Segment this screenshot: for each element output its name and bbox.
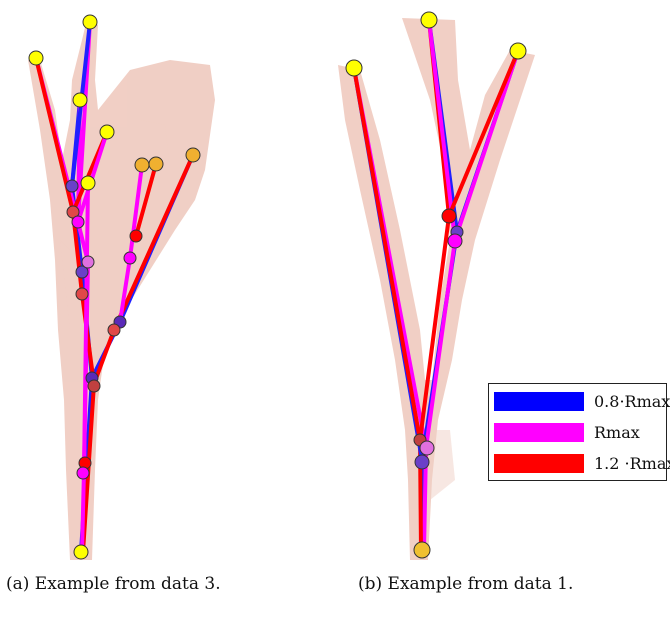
end-a-5	[80, 175, 96, 191]
branch-nodes-b	[413, 208, 464, 470]
end-b-1	[420, 11, 438, 29]
legend-label-magenta: Rmax	[594, 422, 640, 442]
branch-nodes-a	[65, 179, 143, 480]
end-b-2	[345, 59, 363, 77]
end-b-3	[509, 42, 527, 60]
node-a-10	[75, 265, 89, 279]
panel-b	[338, 11, 535, 560]
seg-b-mag-4	[427, 18, 457, 242]
end-nodes-b	[345, 11, 527, 559]
legend-swatch-blue	[494, 391, 584, 411]
end-a-8	[185, 147, 201, 163]
legend: 0.8·Rmax Rmax 1.2 ·Rmax	[488, 383, 670, 481]
legend-swatch-red	[494, 453, 584, 473]
end-a-2	[28, 50, 44, 66]
node-a-13	[71, 215, 85, 229]
seg-b-red-5	[447, 49, 520, 218]
node-b-3	[414, 454, 430, 470]
legend-row-red: 1.2 ·Rmax	[494, 452, 670, 474]
node-b-6	[447, 233, 463, 249]
legend-label-red: 1.2 ·Rmax	[594, 453, 670, 473]
end-a-7	[148, 156, 164, 172]
seg-a-red-4	[134, 162, 158, 238]
end-nodes-a	[28, 14, 201, 560]
seg-a-mag-10	[82, 181, 90, 472]
legend-swatch-magenta	[494, 422, 584, 442]
node-a-4	[87, 379, 101, 393]
end-b-4	[413, 541, 431, 559]
legend-row-magenta: Rmax	[494, 421, 640, 443]
node-a-14	[65, 179, 79, 193]
node-a-11	[81, 255, 95, 269]
seg-a-red-5	[80, 292, 96, 386]
end-a-3	[72, 92, 88, 108]
node-a-2	[76, 466, 90, 480]
seg-a-mag-4	[128, 163, 144, 260]
seg-a-mag-1	[80, 468, 86, 554]
node-b-4	[441, 208, 457, 224]
caption-a: (a) Example from data 3.	[6, 574, 221, 594]
caption-b: (b) Example from data 1.	[358, 574, 574, 594]
node-b-2	[419, 440, 435, 456]
seg-b-red-2	[352, 66, 422, 442]
panel-a	[28, 14, 215, 560]
end-a-9	[73, 544, 89, 560]
seg-b-mag-3	[424, 238, 457, 450]
node-a-9	[75, 287, 89, 301]
seg-b-red-3	[418, 214, 451, 442]
end-a-4	[99, 124, 115, 140]
end-a-6	[134, 157, 150, 173]
seg-b-mag-5	[453, 49, 520, 242]
node-a-6	[107, 323, 121, 337]
legend-label-blue: 0.8·Rmax	[594, 391, 670, 411]
seg-a-mag-3	[118, 256, 132, 324]
node-a-7	[129, 229, 143, 243]
seg-a-red-3	[112, 153, 195, 332]
segments-b	[352, 18, 520, 552]
end-a-1	[82, 14, 98, 30]
vessel-silhouette-a	[28, 15, 215, 560]
legend-row-blue: 0.8·Rmax	[494, 390, 670, 412]
node-a-8	[123, 251, 137, 265]
